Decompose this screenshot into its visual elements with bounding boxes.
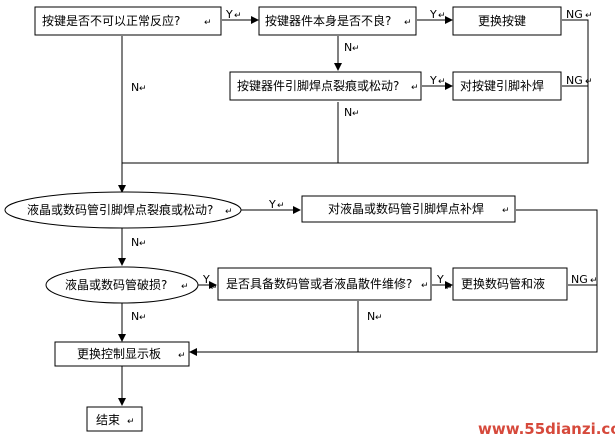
label-no-q5: N bbox=[367, 310, 375, 323]
svg-text:对液晶或数码管引脚焊点补焊: 对液晶或数码管引脚焊点补焊 bbox=[328, 201, 484, 216]
svg-text:↵: ↵ bbox=[277, 201, 285, 211]
label-ng-replace-key: NG bbox=[566, 8, 583, 21]
svg-text:↵: ↵ bbox=[411, 83, 419, 93]
node-resolder-key: 对按键引脚补焊 bbox=[452, 71, 562, 101]
svg-text:↵: ↵ bbox=[438, 77, 446, 87]
svg-text:↵: ↵ bbox=[445, 283, 453, 293]
node-replace-board: 更换控制显示板 ↵ bbox=[54, 341, 190, 367]
label-yes-q4: Y bbox=[202, 273, 210, 286]
svg-text:对按键引脚补焊: 对按键引脚补焊 bbox=[460, 78, 544, 93]
svg-text:↵: ↵ bbox=[225, 207, 233, 217]
edge-labels: Y ↵ Y ↵ NG ↵ N ↵ Y ↵ NG ↵ N ↵ N ↵ Y ↵ N … bbox=[131, 8, 598, 323]
svg-text:液晶或数码管引脚焊点裂痕或松动?: 液晶或数码管引脚焊点裂痕或松动? bbox=[27, 202, 213, 217]
watermark: www.55dianzi.com bbox=[478, 420, 615, 438]
node-lcd-solder-question: 液晶或数码管引脚焊点裂痕或松动? ↵ bbox=[4, 191, 242, 229]
label-no-q3: N bbox=[131, 236, 139, 249]
svg-text:↵: ↵ bbox=[438, 11, 446, 21]
svg-text:↵: ↵ bbox=[139, 239, 147, 249]
node-resolder-lcd: 对液晶或数码管引脚焊点补焊 ↵ bbox=[301, 195, 516, 223]
svg-text:更换控制显示板: 更换控制显示板 bbox=[77, 347, 161, 361]
svg-text:↵: ↵ bbox=[421, 281, 429, 291]
svg-text:是否具备数码管或者液晶散件维修?: 是否具备数码管或者液晶散件维修? bbox=[226, 276, 412, 291]
svg-text:↵: ↵ bbox=[181, 282, 189, 292]
svg-text:按键是否不可以正常反应?: 按键是否不可以正常反应? bbox=[42, 13, 180, 28]
node-key-normal-question: 按键是否不可以正常反应? ↵ bbox=[34, 6, 222, 36]
connectors bbox=[118, 16, 598, 406]
label-no-q4: N bbox=[131, 310, 139, 323]
svg-text:↵: ↵ bbox=[502, 206, 510, 216]
label-ng-resolder-key: NG bbox=[566, 74, 583, 87]
label-no-q1: N bbox=[131, 81, 139, 94]
svg-text:↵: ↵ bbox=[139, 84, 147, 94]
svg-text:结束: 结束 bbox=[96, 413, 120, 427]
node-key-part-bad-question: 按键器件本身是否不良? ↵ bbox=[258, 6, 417, 36]
node-key-solder-question: 按键器件引脚焊点裂痕或松动? ↵ bbox=[229, 71, 422, 101]
svg-text:↵: ↵ bbox=[178, 351, 186, 361]
label-yes-q3: Y bbox=[268, 198, 276, 211]
edge-return-board bbox=[189, 323, 598, 356]
svg-text:↵: ↵ bbox=[585, 77, 593, 87]
svg-text:↵: ↵ bbox=[375, 313, 383, 323]
svg-text:按键器件本身是否不良?: 按键器件本身是否不良? bbox=[265, 13, 391, 28]
label-yes-q2b: Y bbox=[429, 74, 437, 87]
svg-text:↵: ↵ bbox=[127, 417, 135, 427]
label-yes-q2: Y bbox=[429, 8, 437, 21]
svg-text:更换数码管和液: 更换数码管和液 bbox=[461, 276, 545, 291]
svg-text:↵: ↵ bbox=[204, 18, 212, 28]
label-yes-q5: Y bbox=[436, 273, 444, 286]
node-replace-key: 更换按键 bbox=[452, 6, 562, 36]
edge-resolder-lcd-ng bbox=[516, 209, 598, 323]
svg-text:↵: ↵ bbox=[404, 18, 412, 28]
svg-text:↵: ↵ bbox=[352, 44, 360, 54]
node-lcd-broken-question: 液晶或数码管破损? ↵ bbox=[45, 266, 199, 304]
svg-text:按键器件引脚焊点裂痕或松动?: 按键器件引脚焊点裂痕或松动? bbox=[237, 78, 399, 93]
edge-replace-key-ng bbox=[122, 19, 589, 164]
svg-text:液晶或数码管破损?: 液晶或数码管破损? bbox=[65, 277, 167, 292]
svg-text:↵: ↵ bbox=[234, 11, 242, 21]
node-replace-lcd: 更换数码管和液 bbox=[452, 267, 568, 301]
node-end: 结束 ↵ bbox=[86, 406, 143, 432]
svg-text:↵: ↵ bbox=[590, 276, 598, 286]
svg-text:↵: ↵ bbox=[210, 283, 218, 293]
svg-text:更换按键: 更换按键 bbox=[478, 14, 526, 28]
node-repair-condition-question: 是否具备数码管或者液晶散件维修? ↵ bbox=[217, 267, 432, 301]
label-ng-replace-lcd: NG bbox=[571, 273, 588, 286]
svg-text:↵: ↵ bbox=[585, 11, 593, 21]
svg-text:↵: ↵ bbox=[352, 109, 360, 119]
svg-text:↵: ↵ bbox=[139, 313, 147, 323]
label-no-q2: N bbox=[344, 41, 352, 54]
label-no-q2b: N bbox=[344, 106, 352, 119]
label-yes-q1: Y bbox=[225, 8, 233, 21]
